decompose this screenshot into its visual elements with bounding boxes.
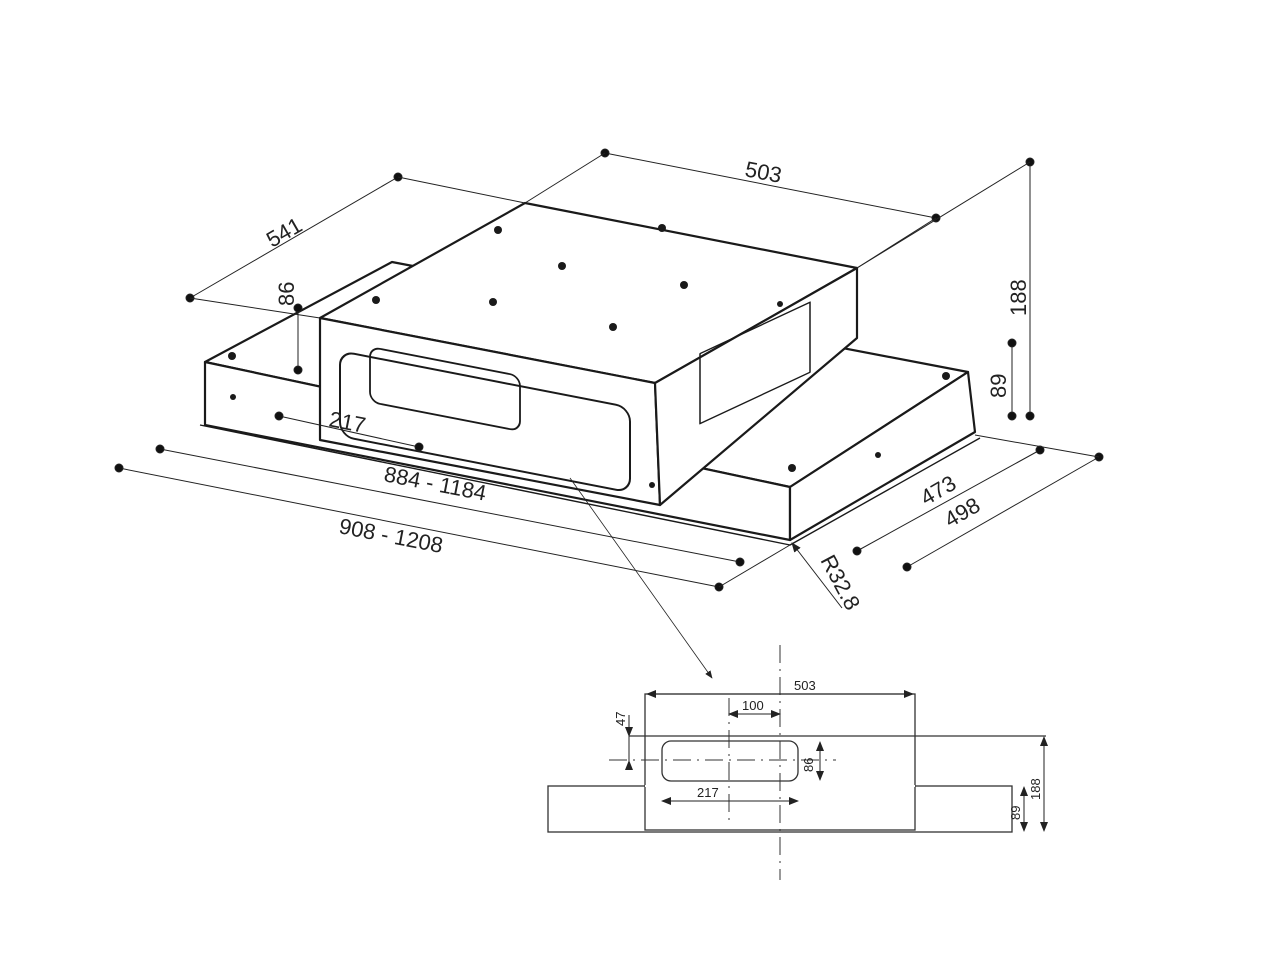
outlet: [369, 347, 521, 431]
outlet-frame: [339, 352, 631, 492]
dim-outer-length: 908 - 1208: [337, 513, 445, 558]
main-dimension-lines: [114, 148, 1104, 679]
dim-box-width-503: 503: [743, 156, 784, 188]
tray-right: [788, 370, 977, 542]
box-right: [653, 266, 859, 507]
detail-dim-100: 100: [742, 698, 764, 713]
dim-depth-541: 541: [262, 212, 306, 252]
detail-dim-503: 503: [794, 678, 816, 693]
detail-dim-89: 89: [1008, 806, 1023, 820]
fan-bracket: [699, 301, 811, 425]
hood-isometric: [199, 201, 981, 546]
dim-radius: R32.8: [816, 551, 866, 615]
dim-tray-height-89: 89: [986, 374, 1011, 398]
detail-dim-188: 188: [1028, 778, 1043, 800]
detail-view: [547, 645, 1048, 880]
dim-total-height-188: 188: [1006, 279, 1031, 316]
detail-dim-217: 217: [697, 785, 719, 800]
mounting-holes: [228, 224, 950, 488]
detail-dim-86: 86: [801, 758, 816, 772]
dim-outlet-height-86: 86: [274, 282, 299, 306]
detail-outlet: [661, 740, 799, 782]
detail-dim-47: 47: [613, 712, 628, 726]
detail-dimension-labels: 503 100 47 86 217 89 188: [613, 678, 1043, 820]
